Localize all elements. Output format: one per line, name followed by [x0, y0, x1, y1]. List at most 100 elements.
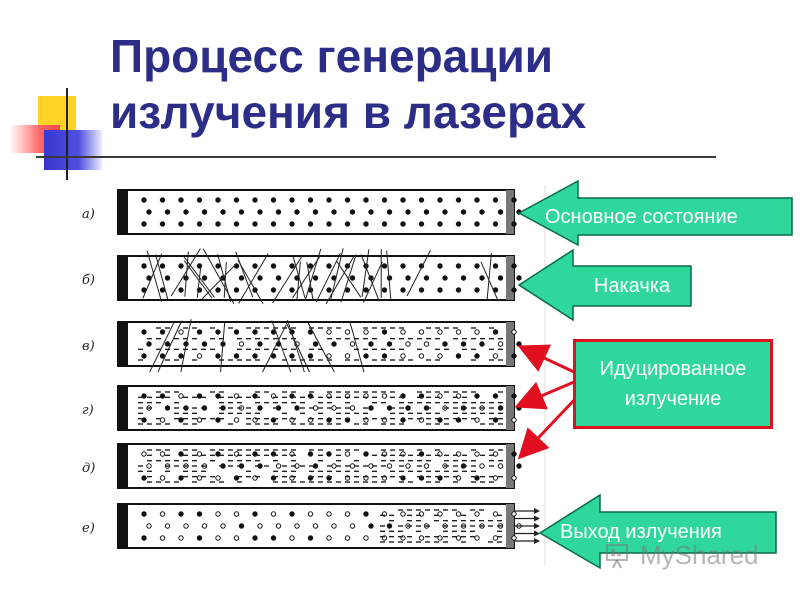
pump-ray — [349, 320, 365, 373]
decor-vertical-line — [66, 88, 68, 180]
atom — [511, 221, 517, 227]
full-mirror — [118, 256, 128, 300]
atom — [492, 263, 499, 269]
atom — [238, 341, 245, 347]
atom — [326, 287, 332, 293]
atom — [312, 275, 319, 281]
pump-ray — [362, 261, 383, 303]
atom — [474, 221, 480, 227]
atom — [497, 275, 504, 281]
atom — [178, 287, 184, 293]
output-beam-head — [534, 538, 540, 544]
atom — [178, 535, 184, 541]
atom — [511, 263, 517, 269]
atom — [233, 287, 240, 293]
full-mirror — [118, 386, 128, 430]
atom — [331, 405, 337, 411]
atom — [238, 209, 245, 215]
slide-title: Процесс генерации излучения в лазерах — [110, 28, 790, 140]
atom — [146, 463, 152, 469]
atom — [437, 221, 443, 227]
atom — [349, 209, 356, 215]
atom — [257, 275, 263, 281]
atom — [381, 287, 388, 293]
atom — [307, 451, 314, 457]
atom — [141, 329, 147, 335]
pump-ray — [237, 260, 264, 304]
atom — [511, 417, 517, 423]
atom — [381, 263, 388, 269]
pump-ray — [170, 248, 201, 297]
atom — [159, 287, 166, 293]
pump-ray — [235, 251, 254, 298]
atom — [159, 329, 166, 335]
atom — [455, 511, 462, 517]
pump-ray — [157, 320, 183, 373]
atom — [307, 263, 314, 269]
pumping-label: Накачка — [593, 274, 671, 297]
pump-ray — [486, 253, 492, 301]
stimulated-emission-line-2: излучение — [624, 388, 722, 410]
pump-ray — [336, 261, 362, 298]
atom — [368, 523, 374, 529]
atom — [344, 535, 351, 541]
atom — [474, 511, 480, 517]
atom — [455, 353, 462, 359]
atom — [331, 341, 337, 347]
atom — [159, 263, 166, 269]
presentation-board-icon — [606, 544, 628, 569]
atom — [252, 329, 258, 335]
atom — [326, 535, 332, 541]
pump-ray — [220, 322, 226, 373]
atom — [233, 511, 240, 517]
pump-ray — [480, 261, 499, 302]
atom — [159, 353, 166, 359]
atom — [233, 417, 240, 423]
atom — [307, 197, 314, 203]
atom — [215, 263, 221, 269]
pump-ray — [285, 321, 310, 373]
atom — [201, 275, 208, 281]
atom — [159, 475, 166, 481]
red-pointer-arrow-2 — [514, 380, 575, 410]
atom — [238, 523, 245, 529]
atom — [455, 535, 462, 541]
strip-6: е) — [82, 503, 540, 549]
atom — [178, 475, 184, 481]
atom — [492, 535, 499, 541]
atom — [423, 341, 430, 347]
atom — [252, 221, 258, 227]
atom — [270, 511, 277, 517]
atom — [257, 341, 263, 347]
atom — [275, 463, 282, 469]
atom — [146, 523, 152, 529]
atom — [201, 209, 208, 215]
atom — [516, 463, 522, 469]
pump-ray — [238, 253, 269, 304]
strip-label: е) — [82, 521, 95, 536]
atom — [164, 341, 171, 347]
atom — [386, 341, 393, 347]
atom — [455, 263, 462, 269]
partial-mirror — [506, 444, 514, 488]
pump-ray — [304, 248, 322, 301]
title-line-1: Процесс генерации — [110, 30, 554, 82]
pump-ray — [292, 256, 320, 299]
atom — [386, 463, 393, 469]
atom — [474, 287, 480, 293]
pump-ray — [315, 253, 341, 303]
atom — [479, 341, 485, 347]
atom — [516, 341, 522, 347]
atom — [252, 535, 258, 541]
atom — [492, 221, 499, 227]
atom — [215, 353, 221, 359]
atom — [381, 393, 388, 399]
pump-ray — [262, 324, 287, 373]
full-mirror — [118, 444, 128, 488]
atom — [164, 209, 171, 215]
atom — [511, 451, 517, 457]
atom — [474, 263, 480, 269]
output-beam-head — [534, 523, 540, 529]
atom — [326, 353, 332, 359]
atom — [196, 451, 203, 457]
